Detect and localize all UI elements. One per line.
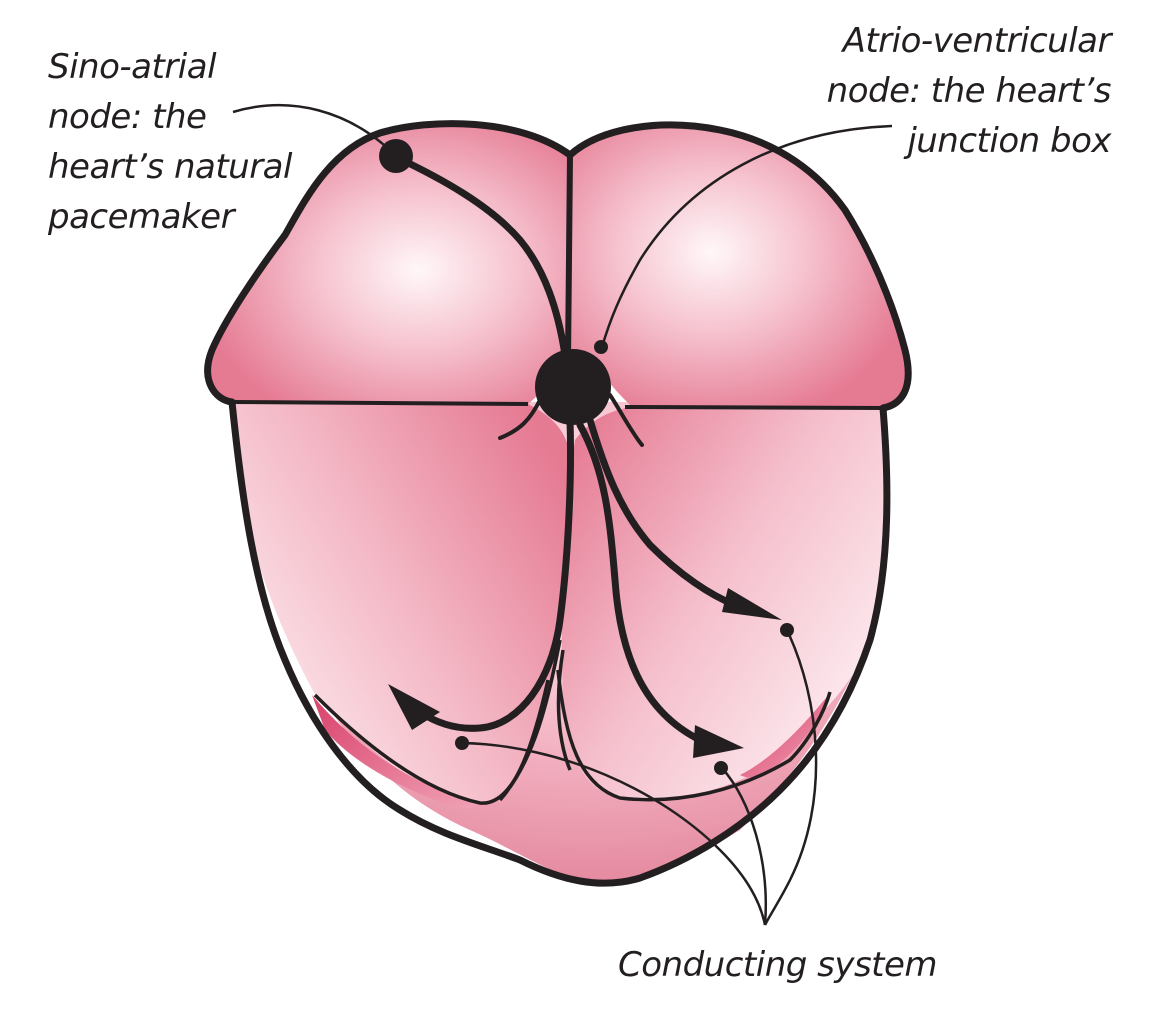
right-ventricle-inner-line — [556, 669, 832, 802]
av-label-line-2: node: the heart’s — [826, 71, 1112, 111]
heart-outline — [204, 120, 912, 887]
left-atrium — [208, 125, 570, 404]
atrioventricular-node — [535, 349, 611, 425]
left-ventricle — [232, 402, 571, 803]
av-leader-dot — [594, 340, 608, 354]
sa-label-line-2: node: the — [48, 97, 207, 137]
av-node-fiber-right — [608, 393, 644, 447]
av-label-line-3: junction box — [907, 121, 1111, 161]
interatrial-septum — [565, 154, 573, 361]
cs-leader-dot-3 — [780, 623, 794, 637]
arrowhead-left — [388, 684, 440, 730]
internodal-pathway — [394, 154, 569, 359]
sa-label-line-3: heart’s natural — [48, 147, 292, 187]
sinoatrial-node-label: Sino-atrial node: the heart’s natural pa… — [48, 42, 292, 242]
cs-leader-line-2 — [721, 767, 767, 926]
left-ventricle-inner-line — [313, 679, 550, 805]
av-leader-line — [600, 124, 893, 348]
cs-leader-line-1 — [461, 741, 767, 926]
right-bundle-branch-lower — [576, 421, 704, 744]
conducting-system-label: Conducting system — [618, 940, 938, 990]
left-bundle-branch — [416, 416, 574, 732]
arrowhead-right-upper — [722, 588, 782, 620]
sa-label-line-1: Sino-atrial — [48, 47, 217, 87]
atrioventricular-node-label: Atrio-ventricular node: the heart’s junc… — [826, 16, 1112, 166]
cs-leader-dot-2 — [714, 761, 728, 775]
cs-label-text: Conducting system — [618, 945, 938, 985]
arrowhead-right-lower — [693, 725, 744, 758]
sa-label-line-4: pacemaker — [48, 197, 235, 237]
right-bundle-branch-upper — [586, 416, 739, 609]
av-node-fiber-left — [498, 398, 542, 440]
av-label-line-1: Atrio-ventricular — [842, 21, 1112, 61]
sa-leader-line — [232, 103, 397, 157]
atrioventricular-groove — [231, 400, 884, 410]
cs-leader-line-3 — [763, 629, 818, 926]
right-atrium — [570, 124, 908, 409]
cs-leader-dot-1 — [455, 736, 469, 750]
